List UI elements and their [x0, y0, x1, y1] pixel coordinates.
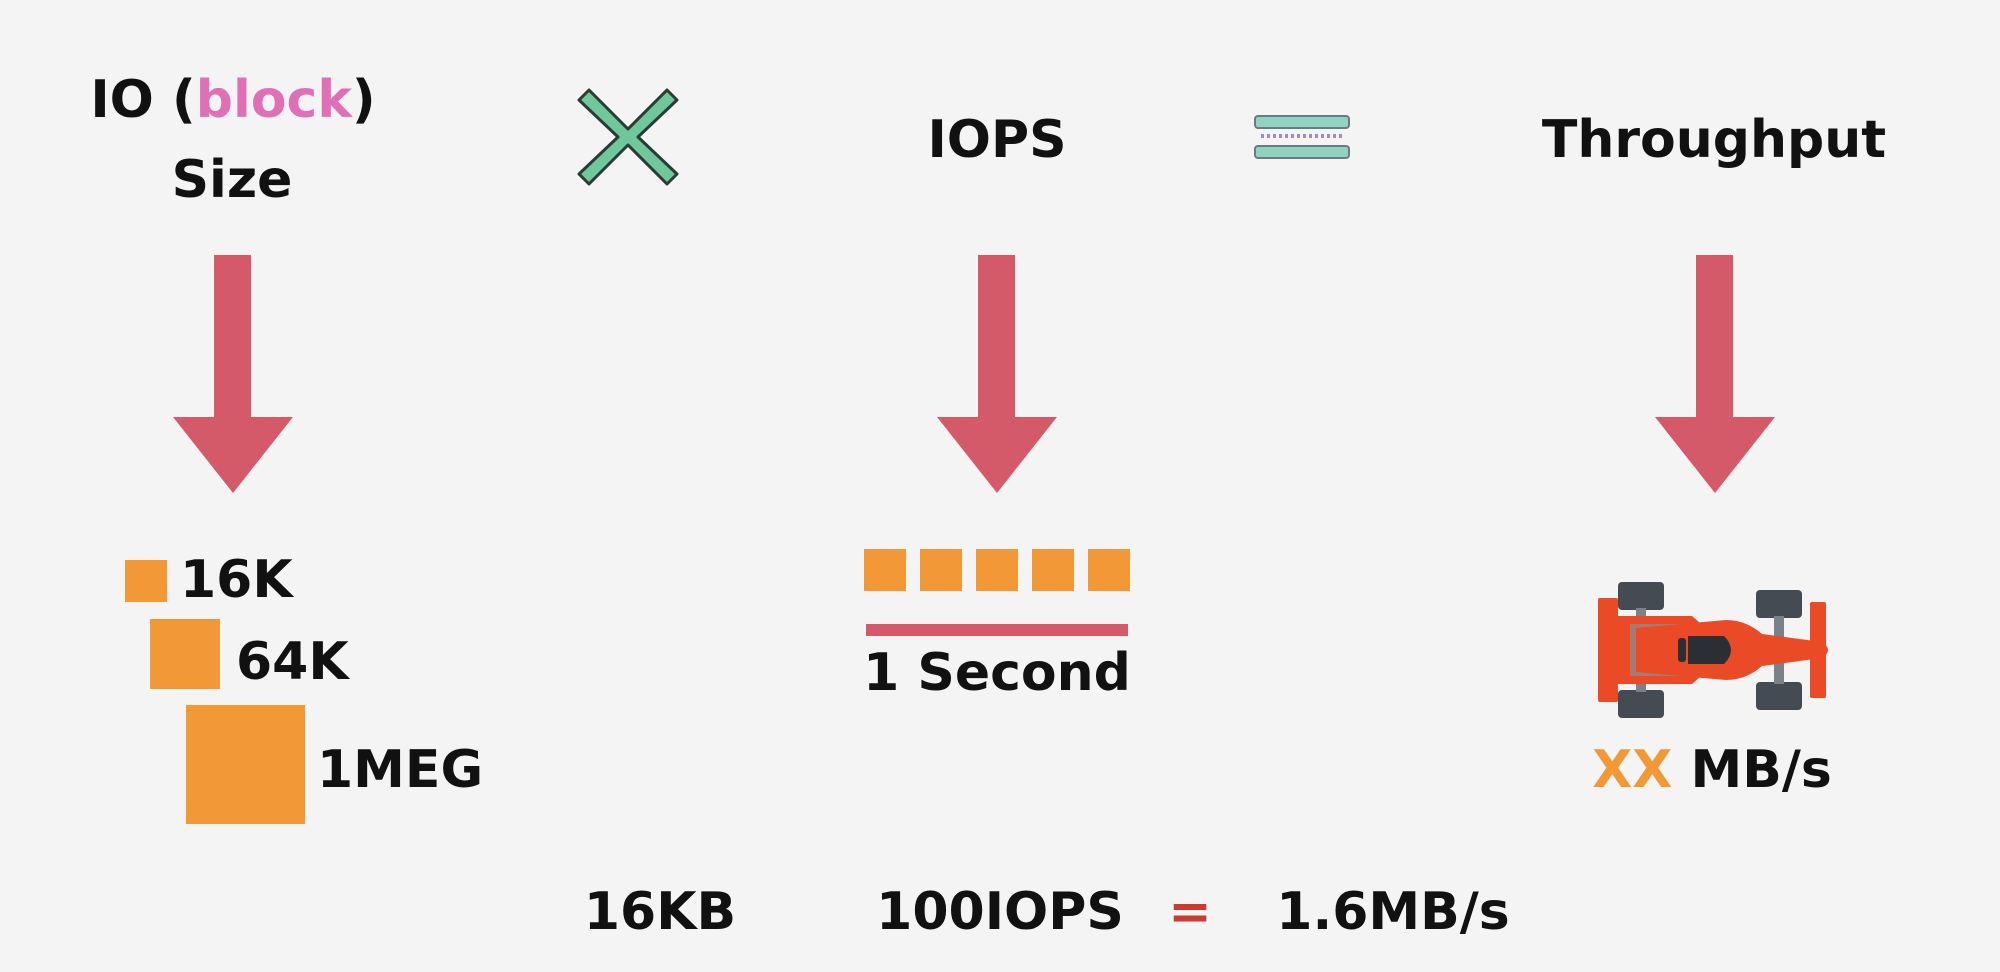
equation-iops: 100IOPS: [876, 882, 1124, 942]
equation-equals: =: [1168, 882, 1212, 942]
equation-result: 1.6MB/s: [1276, 882, 1510, 942]
io-size-title-block-word: block: [195, 70, 352, 130]
io-block-5: [1088, 549, 1130, 591]
block-1meg-label: 1MEG: [317, 740, 484, 800]
block-1meg-square: [186, 705, 305, 824]
timeline-bar: [866, 624, 1128, 636]
throughput-title: Throughput: [1541, 110, 1887, 170]
throughput-rate-unit: MB/s: [1690, 740, 1832, 800]
timeline-label: 1 Second: [863, 643, 1131, 703]
iops-down-arrow: [937, 255, 1057, 493]
io-size-title-prefix: IO (: [90, 70, 196, 130]
io-size-title-suffix: ): [351, 70, 376, 130]
io-block-3: [976, 549, 1018, 591]
throughput-rate: XX MB/s: [1592, 744, 1832, 796]
io-block-4: [1032, 549, 1074, 591]
block-16k-square: [125, 560, 167, 602]
block-64k-square: [150, 619, 220, 689]
io-size-title: IO (block): [90, 74, 375, 126]
io-size-down-arrow: [173, 255, 293, 493]
equation-block-size: 16KB: [583, 882, 737, 942]
throughput-down-arrow: [1655, 255, 1775, 493]
throughput-rate-value: XX: [1592, 740, 1673, 800]
io-size-title-line2: Size: [171, 150, 293, 210]
race-car-icon: [1596, 580, 1836, 724]
equals-icon: [1253, 114, 1351, 166]
block-64k-label: 64K: [236, 632, 349, 692]
iops-title: IOPS: [927, 110, 1067, 170]
multiply-icon: [573, 84, 683, 194]
io-block-2: [920, 549, 962, 591]
block-16k-label: 16K: [180, 550, 293, 610]
io-block-1: [864, 549, 906, 591]
